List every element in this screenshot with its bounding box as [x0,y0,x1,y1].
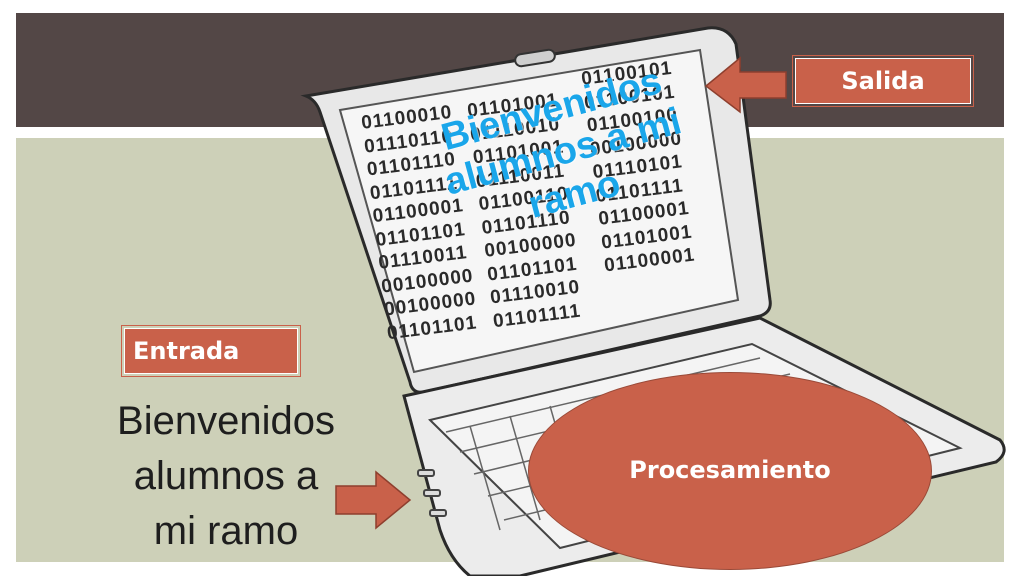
salida-label: Salida [792,55,974,107]
laptop-screen [338,48,740,374]
procesamiento-label: Procesamiento [629,456,831,484]
input-text-line: Bienvenidos [117,399,335,443]
arrow-salida-icon [704,56,787,114]
entrada-label: Entrada [121,325,301,377]
arrow-entrada-icon [335,470,412,530]
procesamiento-ellipse [528,372,932,570]
side-ports [417,469,447,517]
input-text: Bienvenidos alumnos a mi ramo [96,394,356,559]
input-text-line: mi ramo [153,509,299,553]
webcam-icon [514,48,556,68]
input-text-line: alumnos a [133,454,319,498]
